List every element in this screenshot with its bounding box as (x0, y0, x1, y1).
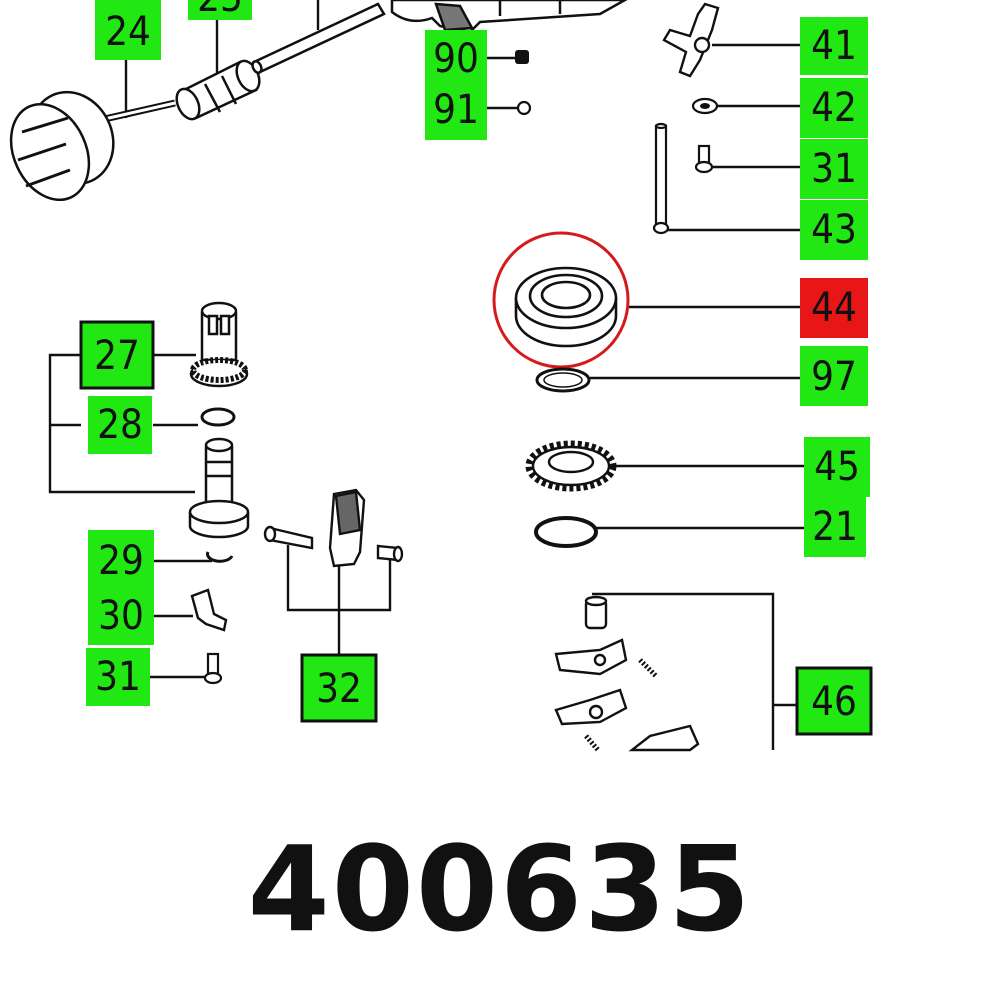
label-97: 97 (800, 346, 868, 406)
label-44-highlighted: 44 (800, 278, 868, 338)
part-nut-90 (515, 50, 529, 64)
label-25-text: 25 (197, 0, 243, 21)
label-30-text: 30 (98, 593, 144, 639)
label-91: 91 (425, 82, 487, 140)
part-spindle (188, 437, 250, 539)
label-32-text: 32 (316, 666, 362, 712)
leader-lines (48, 0, 804, 750)
label-42: 42 (800, 78, 868, 138)
label-44-text: 44 (811, 285, 857, 331)
part-oring-28 (200, 407, 236, 427)
label-31b: 31 (86, 648, 150, 706)
part-lever-41 (662, 2, 720, 78)
label-31a-text: 31 (811, 146, 857, 192)
label-29: 29 (88, 530, 154, 590)
label-90-text: 90 (433, 36, 479, 82)
highlight-circle (492, 231, 630, 369)
part-shaft-27 (189, 301, 249, 388)
part-knob-24 (9, 90, 176, 202)
label-90: 90 (425, 30, 487, 88)
label-46-text: 46 (811, 679, 857, 725)
label-24: 24 (95, 0, 161, 60)
label-21: 21 (804, 497, 866, 557)
part-screw-31a (694, 144, 714, 174)
part-gear-45 (525, 440, 617, 492)
label-91-text: 91 (433, 87, 479, 133)
part-number: 400635 (247, 820, 753, 958)
label-41: 41 (800, 17, 868, 75)
label-30: 30 (88, 587, 154, 645)
label-24-text: 24 (105, 9, 151, 55)
label-45-text: 45 (814, 444, 860, 490)
label-45: 45 (804, 437, 870, 497)
label-29-text: 29 (98, 538, 144, 584)
label-27-text: 27 (94, 333, 140, 379)
label-42-text: 42 (811, 85, 857, 131)
part-housing-top (390, 0, 628, 34)
label-28: 28 (88, 396, 152, 454)
label-27: 27 (79, 320, 155, 390)
label-28-text: 28 (97, 402, 143, 448)
part-shim-97 (535, 367, 591, 393)
label-32: 32 (300, 653, 378, 723)
label-43: 43 (800, 200, 868, 260)
label-41-text: 41 (811, 23, 857, 69)
part-bearing-44 (514, 266, 618, 348)
part-washer-42 (691, 97, 719, 115)
part-shaft (251, 2, 386, 74)
label-21-text: 21 (812, 504, 858, 550)
part-ball-91 (516, 100, 532, 116)
label-31a: 31 (800, 139, 868, 199)
part-trigger-32 (263, 488, 404, 568)
part-clip-29 (206, 551, 234, 563)
label-25: 25 (188, 0, 252, 21)
part-assembly-46 (554, 595, 700, 752)
label-31b-text: 31 (95, 654, 141, 700)
label-97-text: 97 (811, 354, 857, 400)
label-46: 46 (795, 666, 873, 736)
part-pin-43 (652, 122, 670, 235)
label-43-text: 43 (811, 207, 857, 253)
part-bracket-30 (190, 588, 228, 632)
part-ring-21 (534, 516, 598, 548)
part-screw-31b (203, 652, 223, 685)
